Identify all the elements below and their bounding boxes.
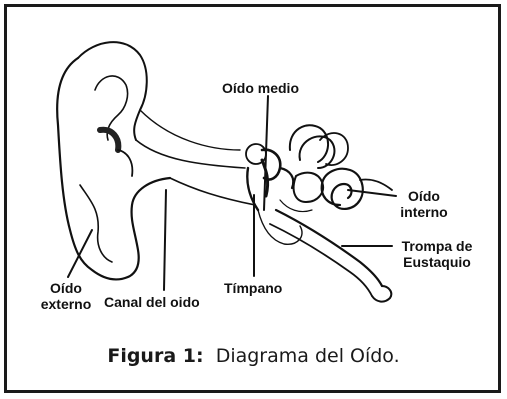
semicircular-canal-1 bbox=[290, 125, 328, 162]
tragus bbox=[118, 150, 132, 176]
head-contour bbox=[140, 110, 240, 150]
label-outer-ear: Oído externo bbox=[36, 280, 96, 312]
eustachian-tube-upper bbox=[276, 210, 382, 286]
label-eustachian-tube: Trompa de Eustaquio bbox=[392, 238, 482, 270]
figure-number: Figura 1: bbox=[107, 345, 203, 367]
label-inner-ear: Oído interno bbox=[396, 188, 452, 220]
eustachian-tube-end bbox=[372, 286, 391, 302]
figure-caption: Figura 1: Diagrama del Oído. bbox=[0, 345, 507, 367]
stapes bbox=[280, 168, 293, 188]
middle-ear-ossicle bbox=[246, 144, 266, 164]
vestibule bbox=[294, 173, 323, 202]
cochlea-spiral bbox=[322, 169, 363, 209]
label-inner-ear-line1: Oído bbox=[396, 188, 452, 204]
label-outer-ear-line1: Oído bbox=[36, 280, 96, 296]
label-ear-canal: Canal del oido bbox=[104, 294, 200, 310]
figure-caption-text: Diagrama del Oído. bbox=[216, 345, 400, 367]
leader-ear-canal bbox=[164, 190, 166, 290]
ear-canal-upper bbox=[136, 140, 245, 168]
auditory-nerve bbox=[360, 179, 392, 190]
leader-inner-ear bbox=[348, 190, 396, 196]
concha-shadow bbox=[100, 130, 118, 150]
label-eustachian-line1: Trompa de bbox=[392, 238, 482, 254]
label-eustachian-line2: Eustaquio bbox=[392, 254, 482, 270]
label-middle-ear: Oído medio bbox=[222, 80, 299, 96]
label-eardrum: Tímpano bbox=[224, 280, 282, 296]
pinna-outline bbox=[57, 58, 170, 279]
temporal-bone bbox=[258, 210, 302, 244]
ear-canal-lower bbox=[170, 178, 255, 205]
pinna-lobe bbox=[80, 185, 112, 262]
label-inner-ear-line2: interno bbox=[396, 204, 452, 220]
label-outer-ear-line2: externo bbox=[36, 296, 96, 312]
leader-lines bbox=[68, 96, 396, 290]
pinna-rim bbox=[78, 42, 147, 140]
semicircular-canal-2 bbox=[300, 136, 335, 168]
